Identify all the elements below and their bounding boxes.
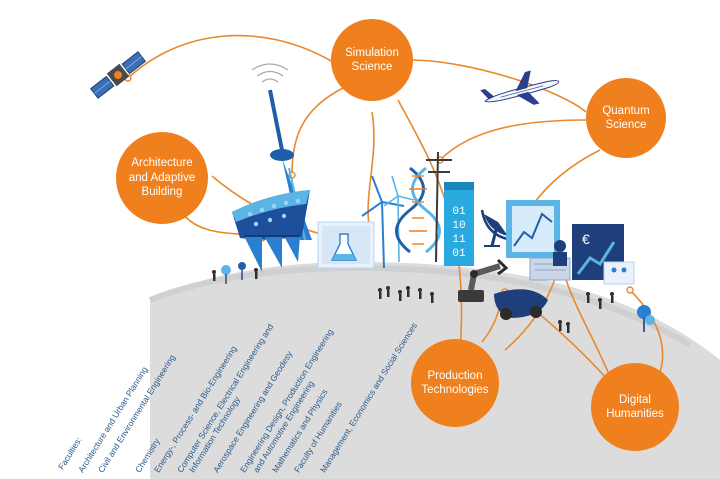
connector-digital-tree [629, 289, 664, 373]
binary-screen-icon: 01 10 11 01 [444, 182, 474, 266]
hub-production-technologies[interactable]: Production Technologies [411, 339, 499, 427]
data-chart-icon [506, 200, 560, 258]
hub-digital-humanities[interactable]: Digital Humanities [591, 363, 679, 451]
node-tree [626, 286, 634, 294]
euro-chart-icon: € [572, 224, 635, 285]
hub-architecture-adaptive-building[interactable]: Architecture and Adaptive Building [116, 132, 208, 224]
binary-digit: 11 [452, 234, 466, 246]
connector-sim-quantum [409, 59, 587, 113]
hub-label: Architecture and Adaptive Building [128, 157, 196, 199]
satellite-icon [89, 51, 147, 99]
hub-quantum-science[interactable]: Quantum Science [586, 78, 666, 158]
power-pylon-icon [426, 151, 452, 263]
people-icon [212, 268, 614, 333]
lab-flask-icon [317, 221, 375, 269]
connector-quantum-pylon [439, 119, 587, 161]
hub-label: Simulation Science [345, 46, 399, 73]
airplane-icon [480, 70, 560, 105]
hub-label: Production Technologies [421, 369, 489, 396]
adaptive-building-icon [232, 190, 310, 272]
binary-digit: 01 [452, 206, 466, 218]
wind-turbine-icon [361, 175, 415, 269]
binary-digit: 01 [452, 248, 466, 260]
dna-helix-icon [395, 166, 441, 254]
satellite-dish-icon [480, 209, 513, 247]
connector-sim-tower [291, 87, 344, 176]
robot-arm-icon [458, 258, 548, 320]
ground-dome-highlight [148, 264, 692, 348]
hub-label: Digital Humanities [606, 393, 664, 420]
euro-symbol: € [582, 231, 590, 247]
hub-simulation-science[interactable]: Simulation Science [331, 19, 413, 101]
reading-person-icon [529, 240, 571, 281]
tree-icon [221, 262, 655, 332]
binary-digit: 10 [452, 220, 465, 232]
connector-sim-satellite [127, 34, 334, 79]
hub-label: Quantum Science [602, 104, 650, 131]
